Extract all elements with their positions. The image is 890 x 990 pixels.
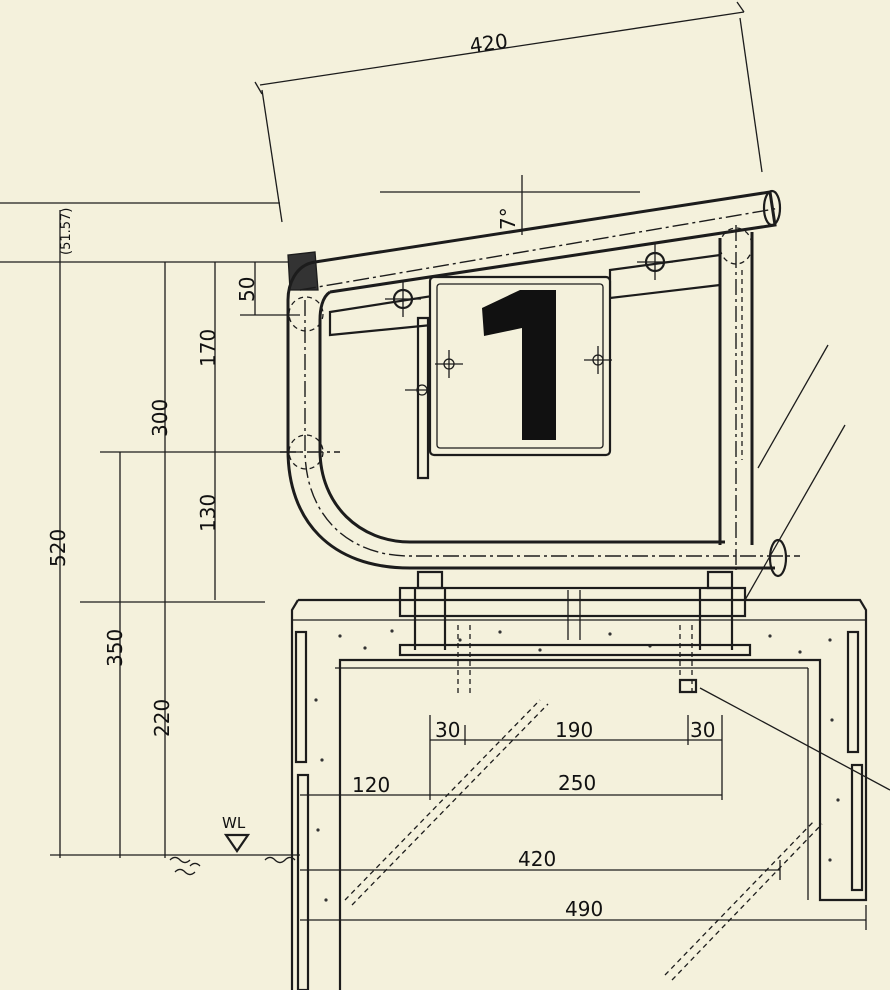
- number-one-glyph: [482, 290, 556, 440]
- water-level: WL: [169, 814, 296, 876]
- dim-520: 520: [46, 529, 70, 567]
- angle-marker: 7°: [380, 175, 640, 235]
- dim-top-420: 420: [468, 29, 509, 58]
- grab-handle: [280, 189, 800, 578]
- deck: [290, 570, 868, 990]
- angle-label: 7°: [496, 207, 520, 230]
- water-level-label: WL: [222, 814, 246, 832]
- dim-300: 300: [148, 399, 172, 437]
- number-plate: 1: [428, 275, 612, 457]
- dim-220: 220: [150, 699, 174, 737]
- dim-170: 170: [196, 329, 220, 367]
- dim-250: 250: [558, 771, 596, 795]
- dim-130: 130: [196, 494, 220, 532]
- top-dimension: 420: [254, 1, 763, 223]
- left-dimensions: (51.57) 50 170 300 130 520 350 220: [0, 202, 300, 858]
- bottom-dimensions: 30 190 30 120 250 420 490: [300, 715, 867, 930]
- dim-490: 490: [565, 897, 603, 921]
- gutter-hatching: [344, 699, 823, 981]
- dim-350: 350: [103, 629, 127, 667]
- dim-120: 120: [352, 773, 390, 797]
- dim-190: 190: [555, 718, 593, 742]
- dim-420-bottom: 420: [518, 847, 556, 871]
- dim-30-right: 30: [690, 718, 715, 742]
- leader-lines: [699, 344, 890, 791]
- dim-offset: (51.57): [59, 208, 74, 255]
- dim-50: 50: [235, 277, 259, 302]
- dim-30-left: 30: [435, 718, 460, 742]
